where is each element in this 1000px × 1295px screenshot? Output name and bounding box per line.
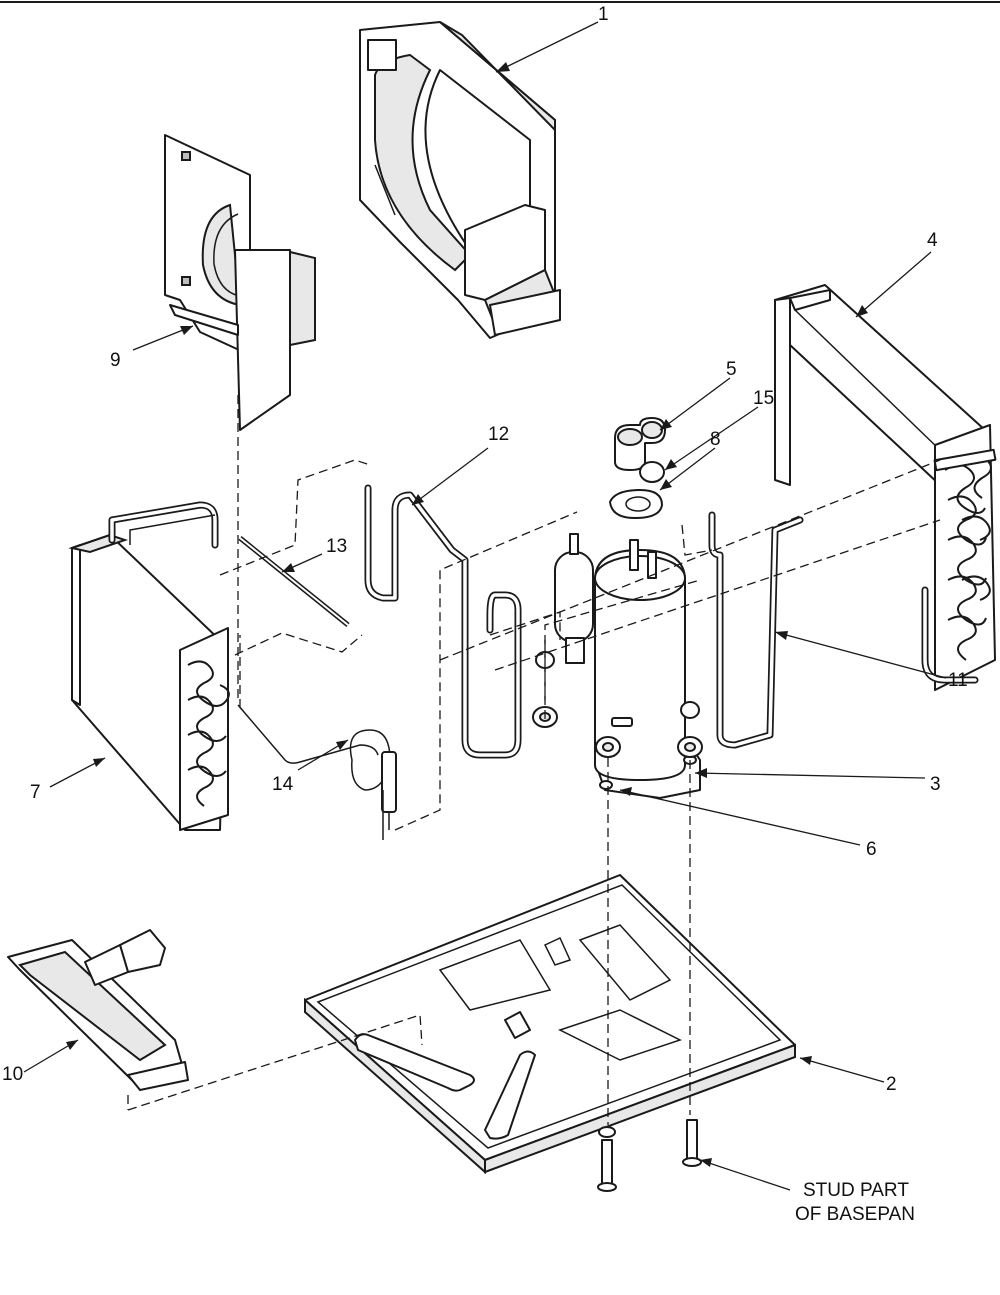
callout-14: 14: [272, 774, 294, 795]
callout-11: 11: [948, 670, 968, 691]
callout-12: 12: [488, 424, 509, 445]
part-drain-pan: [7, 929, 189, 1091]
note-line-1: STUD PART: [803, 1180, 909, 1201]
callout-8: 8: [710, 429, 721, 450]
callout-1: 1: [598, 4, 609, 25]
part-evaporator-coil: [68, 501, 230, 831]
callout-13: 13: [326, 536, 347, 557]
part-thermostat: [237, 704, 397, 840]
part-sensor-tube: [238, 536, 350, 627]
callout-10: 10: [2, 1064, 23, 1085]
part-grommet: [639, 461, 665, 483]
part-base-pan: [304, 874, 796, 1192]
part-compressor: [554, 533, 701, 799]
leader-lines: [23, 21, 947, 1191]
callout-4: 4: [927, 230, 938, 251]
callout-6: 6: [866, 839, 877, 860]
part-suction-tube: [708, 511, 804, 749]
assembly-lines: [127, 395, 941, 1125]
part-terminal-cover: [614, 417, 666, 471]
callout-3: 3: [930, 774, 941, 795]
stud-note: STUD PART OF BASEPAN: [795, 1180, 915, 1225]
callout-5: 5: [726, 359, 737, 380]
part-condenser-coil: [774, 284, 997, 691]
part-gasket: [609, 489, 663, 519]
part-discharge-tube: [364, 484, 522, 759]
base-pan-studs: [597, 1119, 702, 1192]
note-line-2: OF BASEPAN: [795, 1204, 915, 1225]
callout-labels: 1 2 3 4 5 6 7 8 9 10 11 12 13 14 15: [2, 4, 968, 1095]
callout-15: 15: [753, 388, 774, 409]
part-fan-shroud: [359, 21, 561, 339]
part-partition-panel: [164, 134, 316, 431]
callout-7: 7: [30, 782, 41, 803]
callout-2: 2: [886, 1074, 897, 1095]
callout-9: 9: [110, 350, 121, 371]
